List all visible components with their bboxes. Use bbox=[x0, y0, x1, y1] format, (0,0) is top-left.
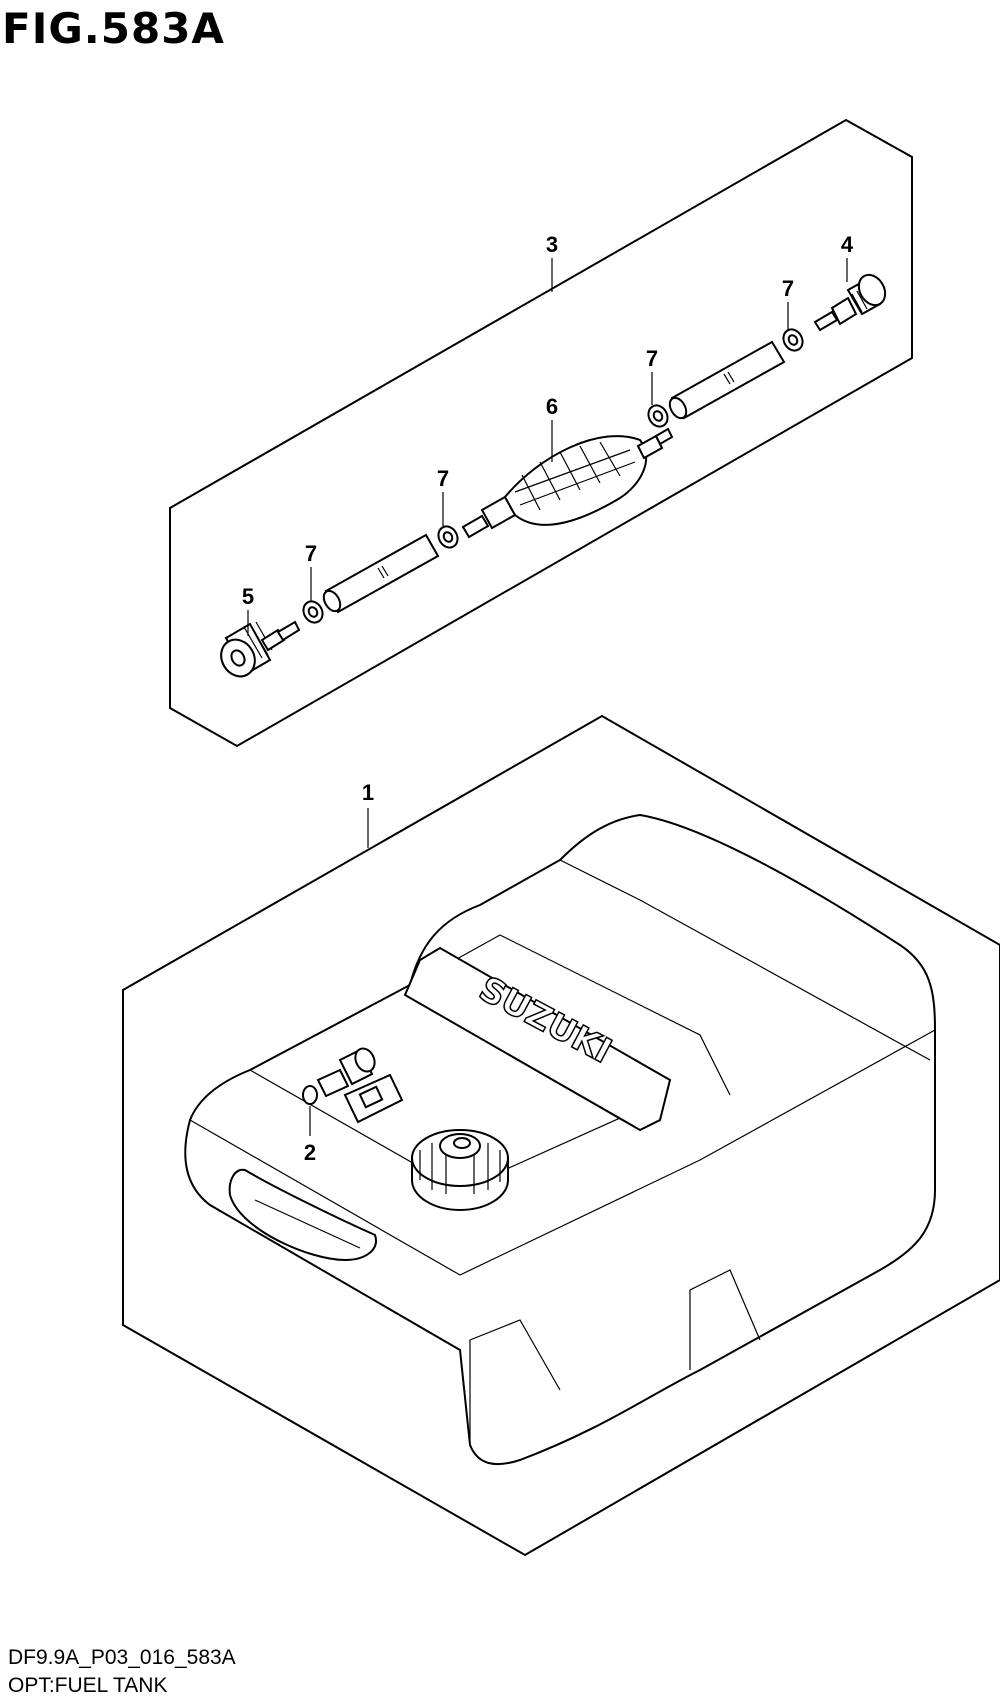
callout-1: 1 bbox=[362, 780, 374, 805]
primer-bulb[interactable] bbox=[461, 427, 674, 539]
fuel-hose-segment[interactable] bbox=[320, 533, 440, 614]
hose-clamp[interactable] bbox=[300, 598, 327, 626]
diagram-caption: OPT:FUEL TANK bbox=[8, 1674, 168, 1697]
fuel-hose-segment[interactable] bbox=[666, 340, 786, 421]
callout-7: 7 bbox=[305, 541, 317, 566]
hose-kit-panel bbox=[169, 118, 913, 748]
hose-clamp[interactable] bbox=[435, 523, 462, 551]
fuel-tank[interactable]: SUZUKI bbox=[184, 813, 936, 1466]
callout-5: 5 bbox=[242, 584, 254, 609]
leader-lines bbox=[247, 258, 848, 1136]
callout-2: 2 bbox=[304, 1140, 316, 1165]
callout-3: 3 bbox=[546, 232, 558, 257]
figure-title: FIG.583A bbox=[2, 4, 225, 53]
callout-4: 4 bbox=[841, 232, 854, 257]
fuel-tank-panel bbox=[122, 714, 1000, 1557]
connector-tank-side[interactable] bbox=[215, 620, 301, 682]
connector-engine-side[interactable] bbox=[813, 270, 890, 332]
hose-clamp[interactable] bbox=[645, 402, 672, 430]
callout-7: 7 bbox=[646, 346, 658, 371]
callout-6: 6 bbox=[546, 394, 558, 419]
callout-7: 7 bbox=[782, 276, 794, 301]
diagram-code: DF9.9A_P03_016_583A bbox=[8, 1646, 236, 1669]
callout-7: 7 bbox=[437, 466, 449, 491]
hose-clamp[interactable] bbox=[780, 326, 807, 354]
